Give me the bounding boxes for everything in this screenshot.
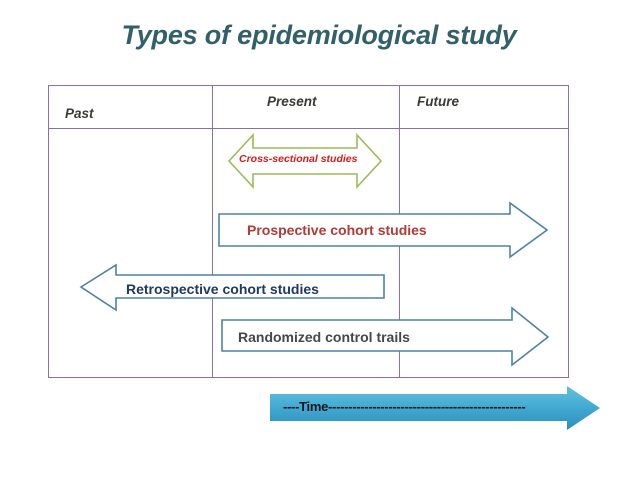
prospective-cohort-arrow-label: Prospective cohort studies: [247, 222, 427, 238]
cross-sectional-arrow-label: Cross-sectional studies: [239, 153, 358, 165]
time-axis-label: ----Time--------------------------------…: [283, 399, 526, 414]
page-title: Types of epidemiological study: [121, 20, 517, 50]
retrospective-cohort-arrow-label: Retrospective cohort studies: [126, 281, 319, 297]
table-header-past: Past: [65, 106, 94, 121]
table-column-divider-past-present: [212, 86, 213, 377]
table-header-divider: [49, 128, 568, 129]
randomized-control-trails-arrow-label: Randomized control trails: [238, 329, 410, 345]
table-header-future: Future: [417, 94, 459, 109]
table-header-present: Present: [267, 94, 317, 109]
